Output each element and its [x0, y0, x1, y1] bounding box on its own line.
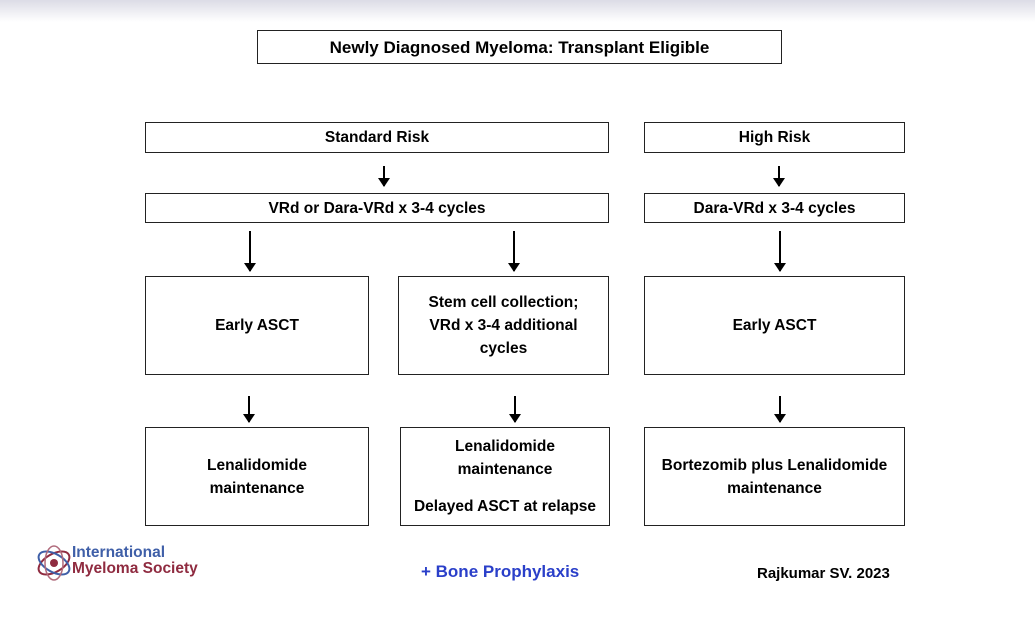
ims-logo-text: International Myeloma Society — [72, 545, 198, 577]
bortezomib-maintenance-box: Bortezomib plus Lenalidomide maintenance — [644, 427, 905, 526]
high-induction-box: Dara-VRd x 3-4 cycles — [644, 193, 905, 223]
arrow-high-induction-to-asct — [774, 231, 786, 272]
right-maintenance-line-1: Lenalidomide — [455, 438, 555, 455]
top-gradient-band — [0, 0, 1035, 22]
standard-risk-label: Standard Risk — [324, 129, 430, 146]
chart-title-box: Newly Diagnosed Myeloma: Transplant Elig… — [257, 30, 782, 64]
high-induction-label: Dara-VRd x 3-4 cycles — [693, 199, 856, 217]
left-maintenance-line-2: maintenance — [209, 479, 305, 497]
bone-prophylaxis-note: + Bone Prophylaxis — [421, 562, 580, 581]
high-risk-label: High Risk — [738, 129, 811, 146]
high-maintenance-line-2: maintenance — [727, 479, 822, 497]
stem-cell-line-2: VRd x 3-4 additional — [429, 317, 578, 334]
right-maintenance-line-2: maintenance — [457, 461, 553, 478]
logo-line-2: Myeloma Society — [72, 560, 198, 577]
logo-line-1: International — [72, 544, 166, 561]
citation: Rajkumar SV. 2023 — [757, 565, 890, 582]
standard-early-asct-box: Early ASCT — [145, 276, 369, 375]
arrow-induction-to-early-asct — [244, 231, 256, 272]
high-maintenance-line-1: Bortezomib plus Lenalidomide — [661, 456, 888, 474]
arrow-high-to-induction — [773, 166, 785, 187]
right-maintenance-line-3: Delayed ASCT at relapse — [413, 498, 597, 515]
ims-logo: International Myeloma Society — [34, 542, 234, 584]
arrow-early-asct-to-maintenance — [243, 396, 255, 423]
stem-cell-line-1: Stem cell collection; — [428, 294, 579, 311]
stem-cell-collection-box: Stem cell collection; VRd x 3-4 addition… — [398, 276, 609, 375]
left-maintenance-line-1: Lenalidomide — [207, 456, 307, 474]
stem-cell-line-3: cycles — [479, 340, 528, 357]
arrow-high-asct-to-maintenance — [774, 396, 786, 423]
arrow-induction-to-stem-cell — [508, 231, 520, 272]
high-early-asct-box: Early ASCT — [644, 276, 905, 375]
standard-early-asct-label: Early ASCT — [215, 317, 299, 334]
ims-logo-icon — [37, 545, 71, 581]
standard-risk-box: Standard Risk — [145, 122, 609, 153]
high-early-asct-label: Early ASCT — [732, 317, 817, 334]
high-risk-box: High Risk — [644, 122, 905, 153]
standard-induction-box: VRd or Dara-VRd x 3-4 cycles — [145, 193, 609, 223]
chart-title: Newly Diagnosed Myeloma: Transplant Elig… — [329, 37, 710, 57]
lenalidomide-maintenance-box: Lenalidomide maintenance — [145, 427, 369, 526]
arrow-standard-to-induction — [378, 166, 390, 187]
delayed-asct-box: Lenalidomide maintenance Delayed ASCT at… — [400, 427, 610, 526]
standard-induction-label: VRd or Dara-VRd x 3-4 cycles — [268, 199, 486, 217]
arrow-stem-cell-to-maintenance — [509, 396, 521, 423]
